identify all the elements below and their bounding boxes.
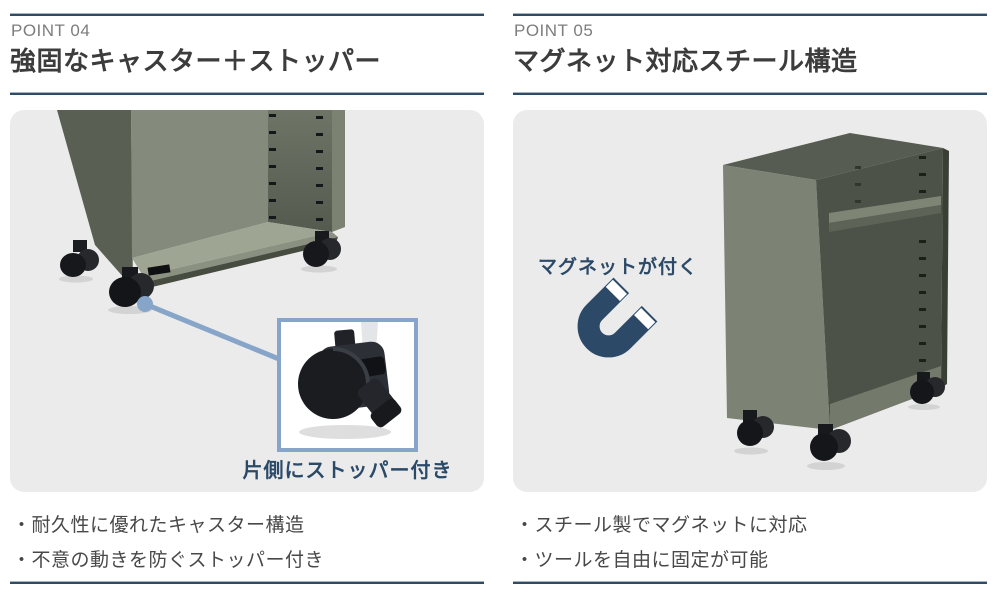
steel-cabinet-illustration: [577, 133, 949, 470]
feature-bullet: ・スチール製でマグネットに対応: [515, 515, 808, 536]
callout-caption: 片側にストッパー付き: [242, 460, 453, 482]
divider-line: [513, 92, 987, 95]
point-05-section: POINT 05 マグネット対応スチール構造: [513, 0, 987, 602]
shelf-pin-slots: [269, 114, 323, 221]
feature-bullets: ・耐久性に優れたキャスター構造 ・不意の動きを防ぐストッパー付き: [12, 508, 482, 578]
callout-connector-dot: [137, 296, 153, 312]
divider-line: [513, 13, 987, 16]
magnet-icon: [577, 277, 658, 358]
shelf-pin-slots: [919, 156, 926, 362]
image-panel: 片側にストッパー付き: [10, 110, 484, 492]
section-title: マグネット対応スチール構造: [513, 46, 858, 76]
caster-zoom-callout: [277, 318, 418, 452]
point-04-section: POINT 04 強固なキャスター＋ストッパー: [10, 0, 484, 602]
divider-line: [513, 581, 987, 584]
image-panel: マグネットが付く: [513, 110, 987, 492]
feature-bullet: ・不意の動きを防ぐストッパー付き: [12, 550, 325, 571]
caster-wheels: [737, 372, 945, 461]
section-title: 強固なキャスター＋ストッパー: [10, 46, 382, 76]
caster-detail-image: [298, 322, 402, 439]
divider-line: [10, 13, 484, 16]
point-label: POINT 05: [514, 21, 594, 40]
feature-bullet: ・耐久性に優れたキャスター構造: [12, 515, 305, 536]
cabinet-bottom-illustration: [57, 110, 345, 362]
feature-bullets: ・スチール製でマグネットに対応 ・ツールを自由に固定が可能: [515, 508, 985, 578]
feature-bullet: ・ツールを自由に固定が可能: [515, 550, 769, 571]
callout-connector-line: [144, 301, 280, 362]
caster-wheels: [60, 231, 341, 307]
shelf-pin-slots: [855, 166, 861, 203]
magnet-caption: マグネットが付く: [537, 257, 698, 278]
divider-line: [10, 581, 484, 584]
divider-line: [10, 92, 484, 95]
point-label: POINT 04: [11, 21, 91, 40]
